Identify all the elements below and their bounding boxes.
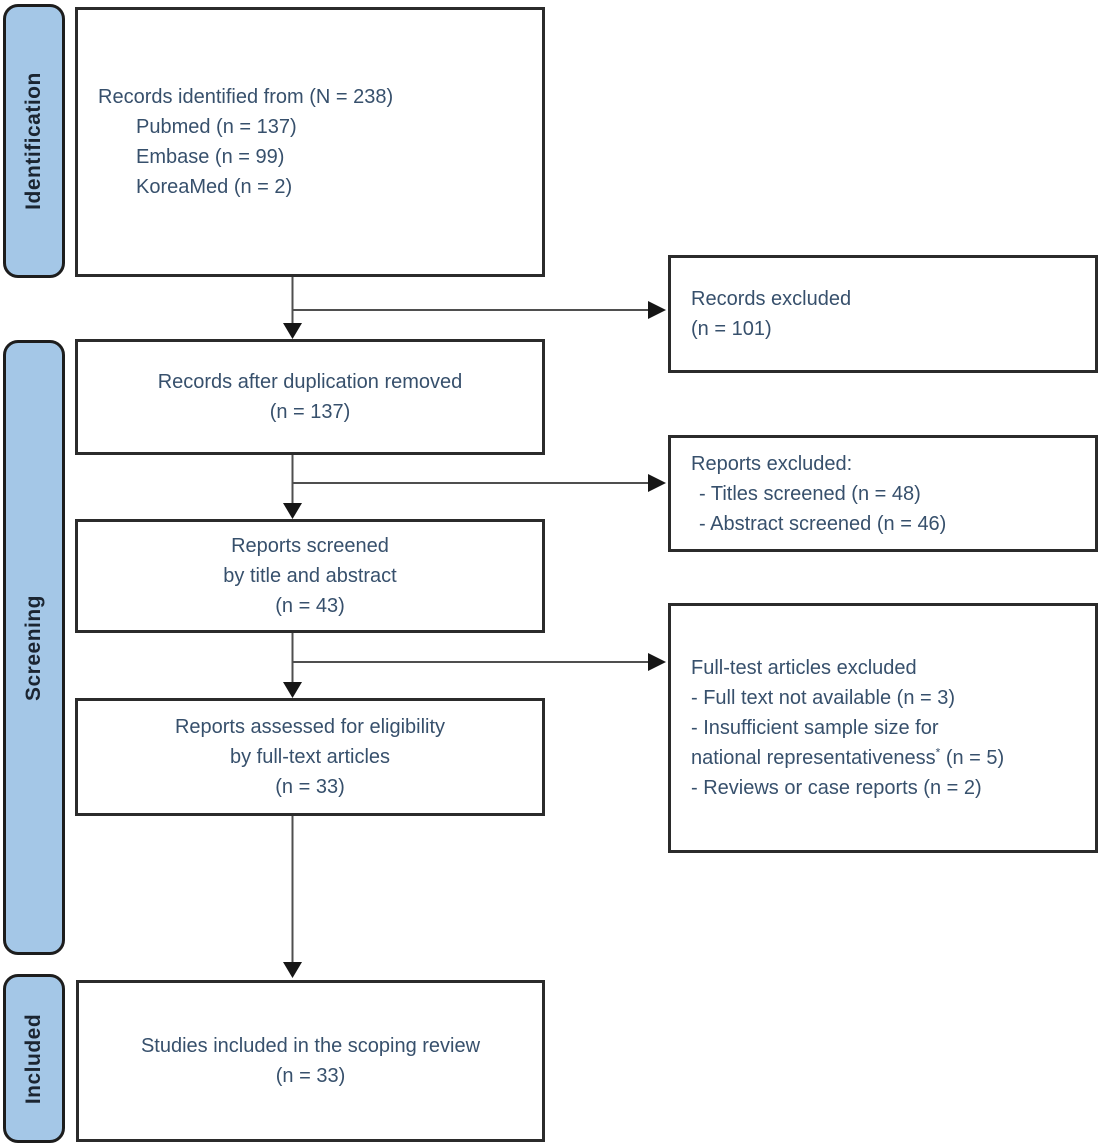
box-studies-included: Studies included in the scoping review (… <box>76 980 545 1142</box>
records-excluded-count: (n = 101) <box>691 318 772 340</box>
reports-excluded-abstracts: - Abstract screened (n = 46) <box>699 512 947 535</box>
records-excluded-title: Records excluded <box>691 288 852 310</box>
branch-fulltext-excluded-head <box>648 653 666 671</box>
arrow-screened-to-assessed-head <box>283 682 302 698</box>
arrow-duplicates-to-screened-head <box>283 503 302 519</box>
stage-screening: Screening <box>3 340 65 955</box>
box-reports-excluded: Reports excluded: - Titles screened (n =… <box>668 435 1098 552</box>
fulltext-excluded-samplesize: - Insufficient sample size for <box>691 717 939 739</box>
reports-screened-count: (n = 43) <box>275 595 345 617</box>
box-records-excluded: Records excluded (n = 101) <box>668 255 1098 373</box>
reports-assessed-count: (n = 33) <box>275 776 345 798</box>
arrow-assessed-to-included-head <box>283 962 302 978</box>
records-identified-pubmed: Pubmed (n = 137) <box>136 116 297 138</box>
records-identified-title: Records identified from (N = 238) <box>98 86 394 108</box>
records-identified-koreamed: KoreaMed (n = 2) <box>136 176 293 198</box>
studies-included-title: Studies included in the scoping review <box>140 1035 481 1057</box>
branch-records-excluded-head <box>648 301 666 319</box>
reports-excluded-title: Reports excluded: <box>691 452 853 475</box>
reports-screened-subtitle: by title and abstract <box>223 565 397 587</box>
reports-screened-title: Reports screened <box>231 535 389 557</box>
box-reports-assessed: Reports assessed for eligibility by full… <box>75 698 545 816</box>
reports-excluded-titles: - Titles screened (n = 48) <box>699 482 921 505</box>
reports-assessed-title: Reports assessed for eligibility <box>174 716 446 738</box>
fulltext-excluded-representativeness: national representativeness* (n = 5) <box>691 745 1005 769</box>
fulltext-excluded-title: Full-test articles excluded <box>691 657 917 679</box>
fulltext-excluded-reviews: - Reviews or case reports (n = 2) <box>691 777 982 799</box>
duplicates-removed-count: (n = 137) <box>269 401 351 423</box>
box-duplicates-removed: Records after duplication removed (n = 1… <box>75 339 545 455</box>
arrow-identified-to-duplicates-head <box>283 323 302 339</box>
box-reports-screened: Reports screened by title and abstract (… <box>75 519 545 633</box>
records-identified-embase: Embase (n = 99) <box>136 146 285 168</box>
reports-assessed-subtitle: by full-text articles <box>229 746 391 768</box>
footnote-asterisk: * <box>935 745 941 760</box>
duplicates-removed-title: Records after duplication removed <box>157 371 463 393</box>
branch-reports-excluded-head <box>648 474 666 492</box>
stage-included-label: Included <box>22 1013 45 1104</box>
box-fulltext-excluded: Full-test articles excluded - Full text … <box>668 603 1098 853</box>
stage-identification-label: Identification <box>22 72 46 210</box>
stage-identification: Identification <box>3 4 65 278</box>
fulltext-excluded-notavailable: - Full text not available (n = 3) <box>691 687 956 709</box>
stage-screening-label: Screening <box>22 594 46 701</box>
stage-included: Included <box>3 974 65 1143</box>
box-records-identified: Records identified from (N = 238) Pubmed… <box>75 7 545 277</box>
studies-included-count: (n = 33) <box>275 1065 346 1087</box>
